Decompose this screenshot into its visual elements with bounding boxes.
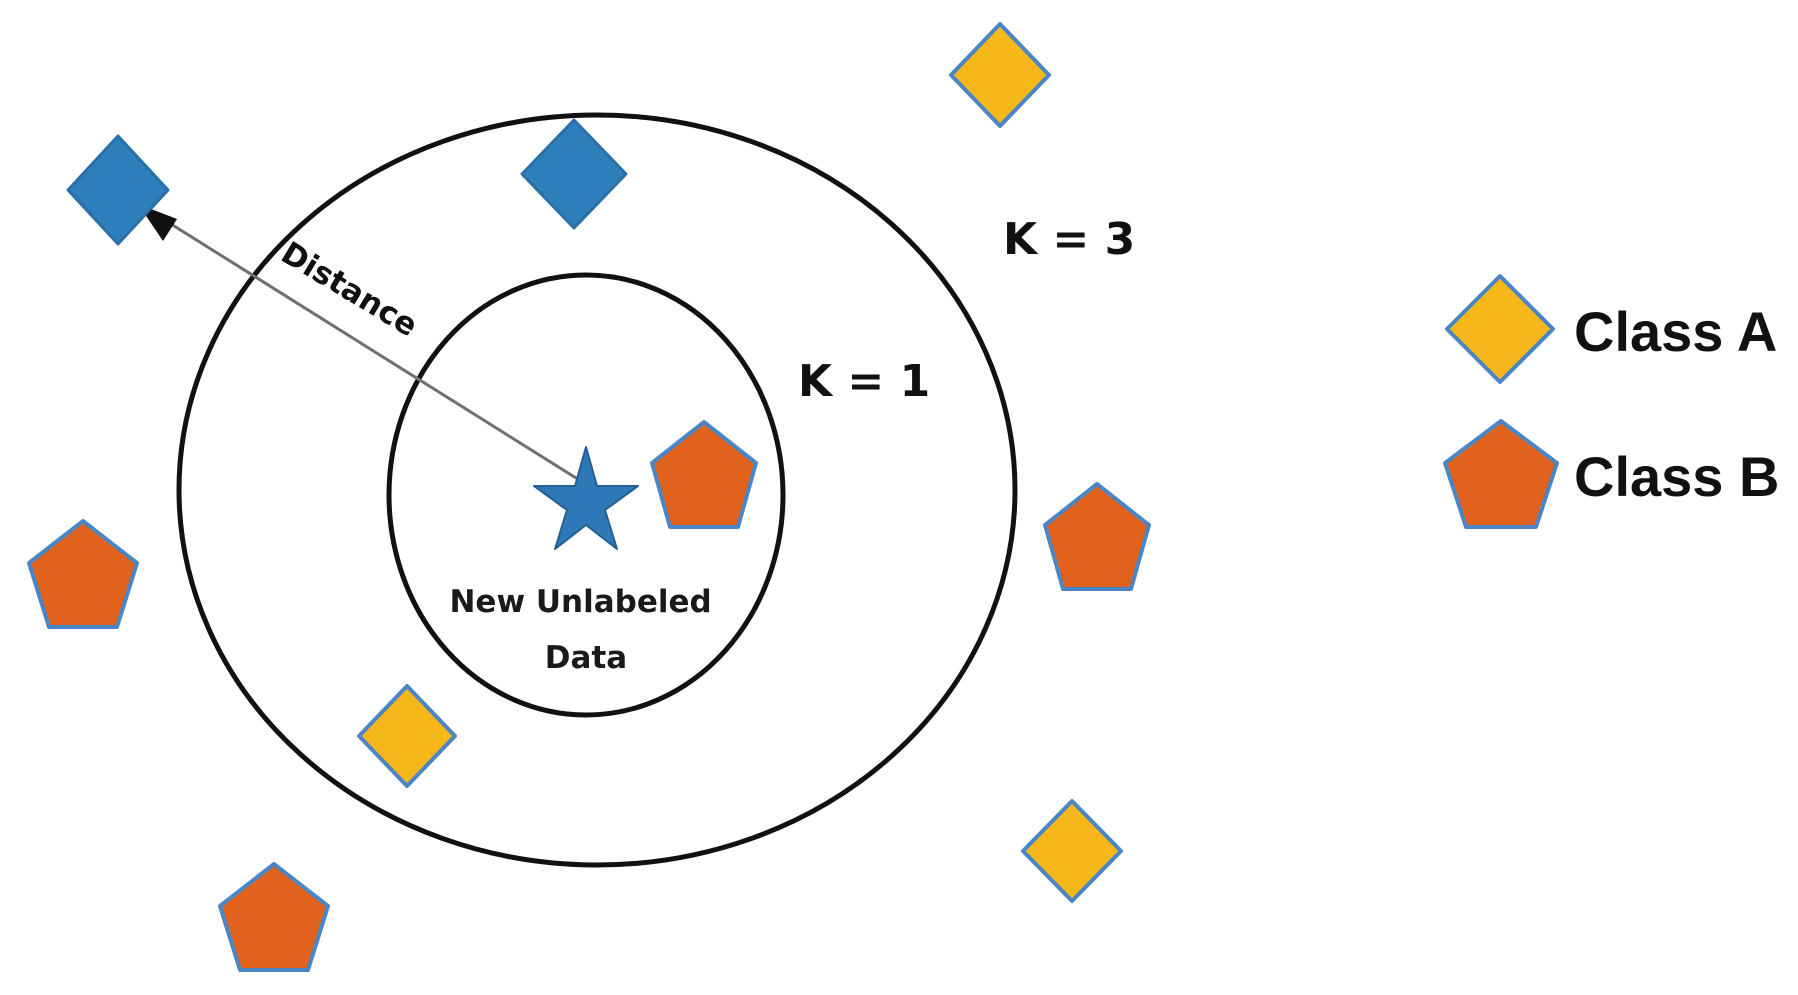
legend-class-b-label: Class B [1574,445,1779,508]
blue-diamond-point [66,134,170,246]
class-b-point [218,862,330,972]
new-point-label-line2: Data [545,640,627,676]
new-point-label-line1: New Unlabeled [449,584,711,620]
k3-label: K = 3 [1003,214,1135,265]
class-a-point [357,684,457,788]
legend-class-a-diamond-icon [1445,274,1555,384]
class-b-point [1043,482,1151,591]
class-b-point [27,519,139,629]
outer-ring-k3 [176,112,1018,868]
k1-label: K = 1 [798,356,930,407]
class-b-point [650,420,758,529]
new-point-star-icon [533,446,639,550]
new-point-label: New Unlabeled Data [449,584,722,676]
blue-diamond-point [520,118,628,230]
legend-class-a-label: Class A [1574,300,1777,363]
legend: Class A Class B [1443,274,1779,529]
class-a-point [1021,799,1123,903]
class-a-point [949,22,1051,128]
legend-class-b-pentagon-icon [1443,419,1559,529]
inner-ring-k1 [386,272,786,718]
distance-label: Distance [275,235,424,344]
distance-arrow [154,212,585,485]
